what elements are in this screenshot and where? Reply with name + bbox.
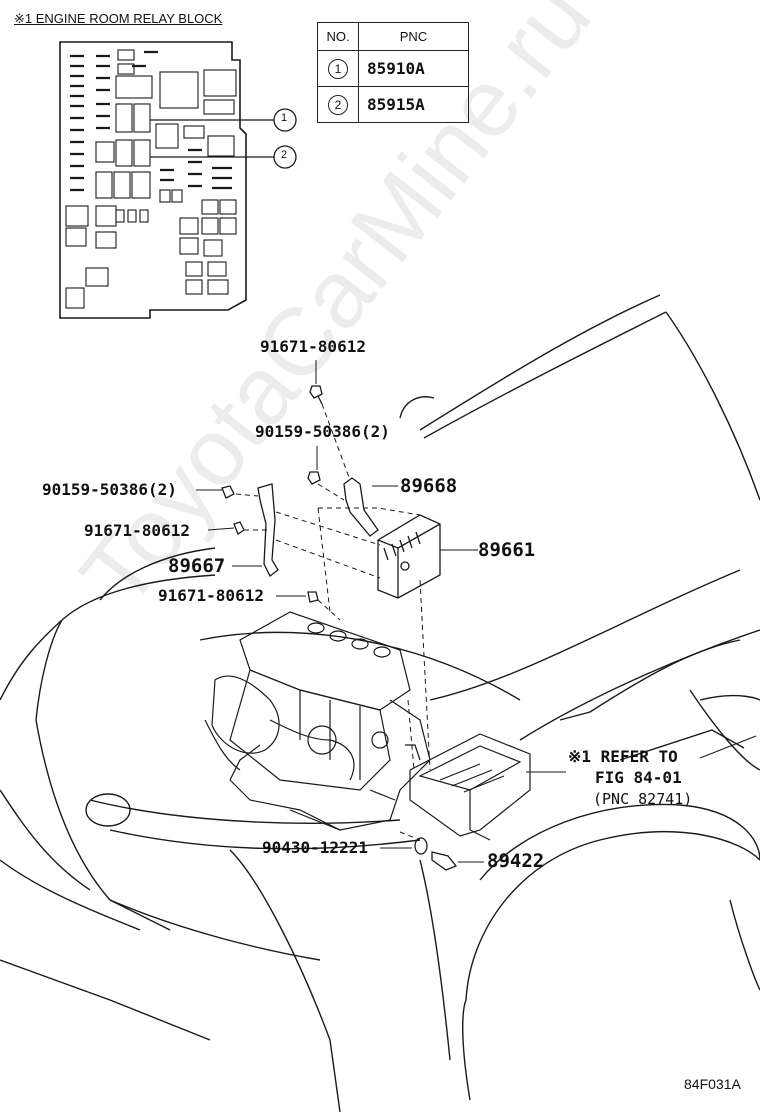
table-row: 1 85910A xyxy=(317,50,469,87)
pnc-table: NO. PNC 1 85910A 2 85915A xyxy=(317,22,469,123)
refer-note-line1: ※1 REFER TO xyxy=(568,747,678,766)
refer-note-line2[interactable]: FIG 84-01 xyxy=(595,768,682,787)
relay-block-title: ※1 ENGINE ROOM RELAY BLOCK xyxy=(14,11,223,26)
pnc-row-code: 85915A xyxy=(358,86,469,123)
leader-lines xyxy=(196,360,757,863)
ecu-drawing xyxy=(377,514,441,599)
relay-block-drawing xyxy=(59,41,297,319)
part-label-91671-mid[interactable]: 91671-80612 xyxy=(84,521,190,540)
table-row: 2 85915A xyxy=(317,86,469,123)
callout-circle: 2 xyxy=(328,94,348,115)
callout-circle: 1 xyxy=(328,58,348,79)
part-label-89667[interactable]: 89667 xyxy=(168,555,226,577)
relay-callout-2: 2 xyxy=(281,149,288,161)
part-label-89422[interactable]: 89422 xyxy=(487,850,545,872)
part-label-91671-low[interactable]: 91671-80612 xyxy=(158,586,264,605)
pnc-row-no: 1 xyxy=(317,50,359,87)
pnc-table-header-row: NO. PNC xyxy=(317,22,469,51)
engine-drawing xyxy=(204,611,431,831)
part-label-90159-top[interactable]: 90159-50386(2) xyxy=(255,422,390,441)
relay-box-drawing xyxy=(409,733,531,841)
pnc-header-pnc: PNC xyxy=(358,22,469,51)
relay-callout-1: 1 xyxy=(281,112,288,124)
figure-code: 84F031A xyxy=(684,1076,741,1092)
part-label-89668[interactable]: 89668 xyxy=(400,475,458,497)
part-label-90159-left[interactable]: 90159-50386(2) xyxy=(42,480,177,499)
pnc-header-no: NO. xyxy=(317,22,359,51)
fasteners-drawing xyxy=(221,385,458,871)
part-label-90430[interactable]: 90430-12221 xyxy=(262,838,368,857)
brackets-drawing xyxy=(257,477,379,577)
pnc-row-no: 2 xyxy=(317,86,359,123)
vehicle-body-drawing xyxy=(0,294,760,1112)
part-label-91671-top[interactable]: 91671-80612 xyxy=(260,337,366,356)
refer-note-line3: (PNC 82741) xyxy=(593,790,693,808)
part-label-89661[interactable]: 89661 xyxy=(478,539,536,561)
pnc-row-code: 85910A xyxy=(358,50,469,87)
